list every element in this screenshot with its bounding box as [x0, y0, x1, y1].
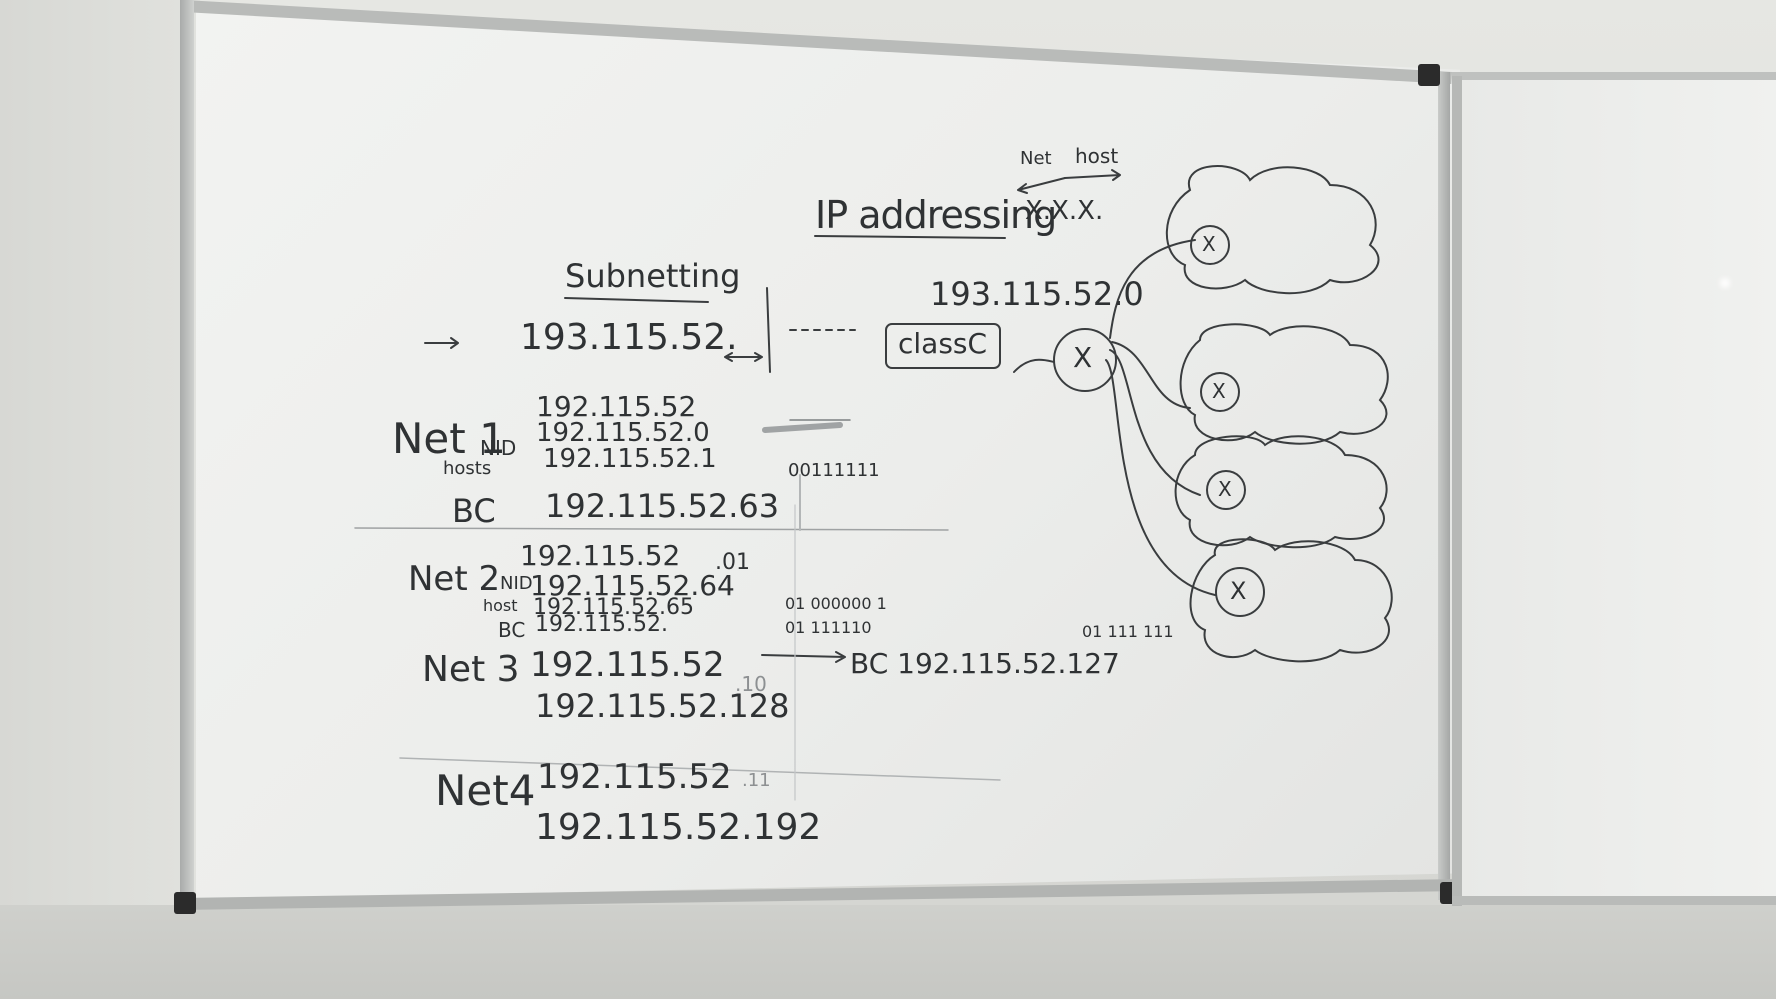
cloud-3 [1174, 435, 1388, 549]
router-circle [1215, 567, 1265, 617]
net-line-suffix: .01 [715, 550, 750, 575]
binary-note: 00111111 [788, 460, 880, 481]
net-line: 192.115.52.128 [535, 687, 790, 725]
net-arrow [1017, 177, 1066, 194]
title-underline [814, 235, 1006, 239]
binary-note: 01 111 111 [1082, 622, 1174, 641]
router-circle [1200, 372, 1240, 412]
cloud-1 [1165, 165, 1380, 295]
subnetting-heading: Subnetting [565, 257, 741, 295]
broadcast-arrow [761, 651, 846, 663]
net-name: Net 3 [422, 649, 520, 690]
net-line: 192.115.52. [535, 612, 668, 637]
net-line-label: NID [500, 573, 533, 594]
whiteboard-surface [196, 12, 1460, 900]
second-board-frame [1452, 76, 1462, 906]
pointer-arrow [424, 337, 459, 349]
frame-corner [174, 892, 196, 914]
router-symbol: X [1212, 379, 1226, 403]
net-line-label: host [483, 596, 518, 615]
link-2 [1111, 341, 1191, 409]
link-4 [1105, 359, 1216, 596]
frame-corner [1418, 64, 1440, 86]
router-symbol: X [1073, 341, 1093, 374]
net-line-label: NID [480, 436, 517, 460]
board-title: IP addressing [815, 193, 1057, 237]
net-line: 192.115.52 [520, 539, 681, 572]
wall [0, 0, 200, 999]
class-box [885, 323, 1001, 369]
net-line-suffix: .10 [735, 672, 767, 696]
second-board-frame [1452, 72, 1776, 80]
second-whiteboard [1460, 78, 1776, 898]
separator [354, 527, 949, 531]
net-line: 192.115.52.0 [536, 418, 710, 448]
router-uplink [1013, 358, 1055, 373]
link-3 [1109, 349, 1201, 496]
second-board-frame [1452, 896, 1776, 905]
separator [399, 757, 1001, 781]
net-line: 192.115.52.63 [545, 487, 780, 525]
net-line: 192.115.52.65 [533, 595, 694, 620]
net-line-suffix: .11 [742, 770, 771, 791]
divider-line [766, 287, 771, 373]
net-line-label: BC [452, 492, 496, 530]
subnet-base: 193.115.52. [520, 317, 738, 358]
broadcast-address: BC 192.115.52.127 [850, 647, 1120, 680]
binary-note: 01 000000 1 [785, 594, 887, 613]
net-line: 192.115.52.192 [535, 807, 822, 848]
net-line: 192.115.52 [537, 757, 732, 797]
binary-note: 01 111110 [785, 618, 872, 637]
cloud-4 [1189, 538, 1393, 663]
board-frame-right [1438, 72, 1450, 900]
wall-bottom [0, 905, 1776, 999]
subnetting-underline [564, 297, 709, 303]
double-arrow [724, 352, 763, 362]
light-reflection [1720, 278, 1730, 288]
class-pattern: X.X.X. [1025, 196, 1104, 226]
network-address: 193.115.52.0 [930, 275, 1144, 313]
net-name: Net 1 [392, 414, 506, 463]
router-symbol: X [1230, 577, 1247, 605]
net-line: 192.115.52.1 [543, 444, 717, 474]
host-arrow [1064, 169, 1121, 181]
router-circle [1206, 470, 1246, 510]
net-line: 192.115.52 [536, 390, 697, 423]
host-label: host [1075, 144, 1119, 168]
cloud-2 [1179, 323, 1389, 445]
net-name: Net 2 [408, 559, 501, 599]
net-label: Net [1020, 148, 1052, 169]
net-line-label: hosts [443, 458, 492, 479]
net-name: Net4 [435, 766, 536, 815]
net-line: 192.115.52 [530, 645, 725, 685]
router-circle [1190, 225, 1230, 265]
router-symbol: X [1218, 477, 1232, 501]
router-symbol: X [1202, 232, 1216, 256]
net-line-label: BC [498, 618, 526, 642]
erased-mark [762, 422, 843, 433]
link-1 [1109, 239, 1196, 339]
board-frame-left [180, 0, 194, 912]
net-line: 192.115.52.64 [530, 569, 735, 602]
central-router-circle [1053, 328, 1117, 392]
class-label: classC [898, 327, 988, 360]
